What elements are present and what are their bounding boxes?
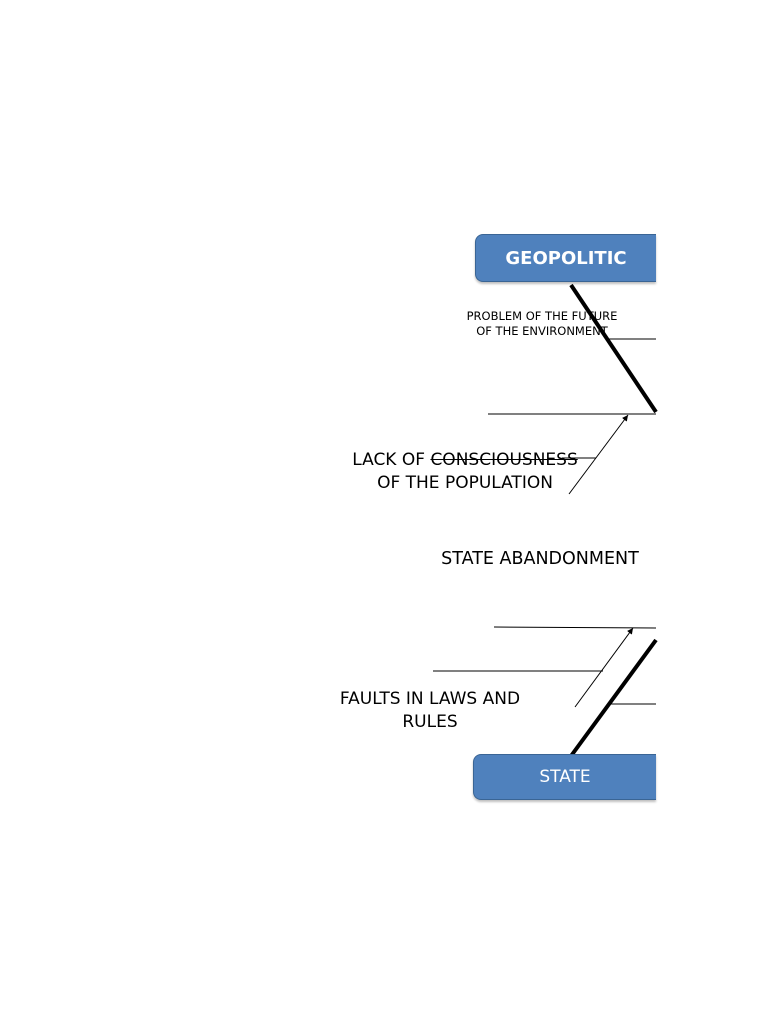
consciousness-prefix: LACK OF <box>352 450 431 470</box>
abandonment-cause-line <box>493 626 657 629</box>
state-category-box: STATE <box>473 754 656 800</box>
consciousness-cause-label: LACK OF CONSCIOUSNESS OF THE POPULATION <box>330 449 600 495</box>
geopolitic-category-label: GEOPOLITIC <box>505 247 627 269</box>
geopolitic-main-bone <box>569 283 658 414</box>
environment-cause-label: PROBLEM OF THE FUTURE OF THE ENVIRONMENT <box>456 309 628 339</box>
state-category-label: STATE <box>539 767 591 787</box>
environment-cause-line2: OF THE ENVIRONMENT <box>476 324 608 338</box>
abandonment-cause-label: STATE ABANDONMENT <box>441 549 639 569</box>
consciousness-arrow <box>568 414 629 495</box>
geopolitic-category-box: GEOPOLITIC <box>475 234 656 282</box>
faults-arrow <box>574 627 634 708</box>
consciousness-struck-word: CONSCIOUSNESS <box>430 450 578 470</box>
environment-cause-line1: PROBLEM OF THE FUTURE <box>466 309 618 323</box>
faults-cause-label: FAULTS IN LAWS AND RULES <box>339 689 521 732</box>
state-main-bone <box>569 638 658 758</box>
consciousness-line2: OF THE POPULATION <box>377 473 553 493</box>
